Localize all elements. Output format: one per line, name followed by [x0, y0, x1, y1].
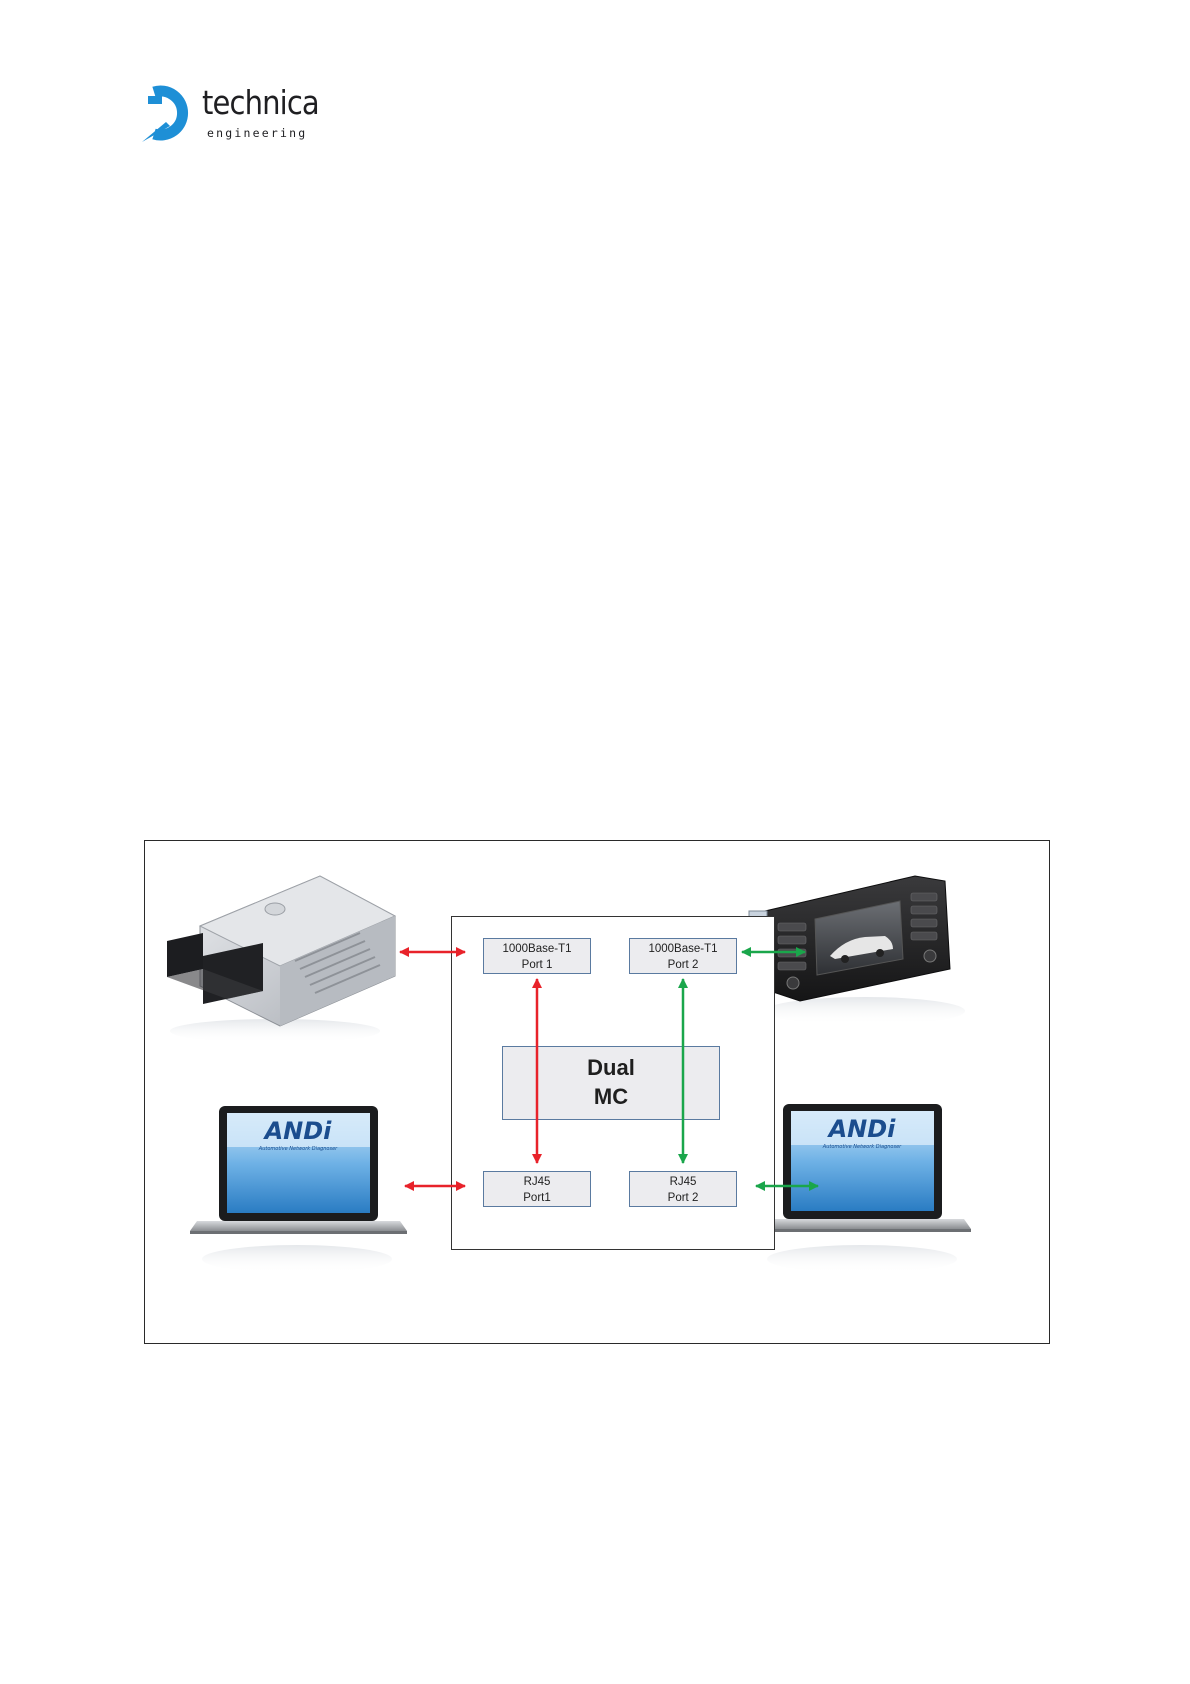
- head-unit-icon: [749, 876, 965, 1025]
- andi-brand-text: ANDi: [827, 1115, 897, 1143]
- port-label-line2: Port1: [484, 1190, 590, 1206]
- dual-mc-line1: Dual: [503, 1053, 719, 1082]
- technica-logo-mark-icon: [140, 82, 202, 144]
- port-1000base-t1-port2: 1000Base-T1 Port 2: [629, 938, 737, 974]
- andi-tagline-text: Automotive Network Diagnoser: [258, 1146, 338, 1152]
- technica-logo: technica engineering: [140, 78, 340, 148]
- port-label-line1: 1000Base-T1: [630, 941, 736, 957]
- port-label-line2: Port 1: [484, 957, 590, 973]
- dual-mc-block: Dual MC: [502, 1046, 720, 1120]
- port-label-line2: Port 2: [630, 957, 736, 973]
- andi-tagline-text: Automotive Network Diagnoser: [822, 1144, 902, 1150]
- dual-mc-line2: MC: [503, 1082, 719, 1111]
- port-rj45-port2: RJ45 Port 2: [629, 1171, 737, 1207]
- logo-subtitle: engineering: [207, 128, 307, 140]
- port-label-line1: RJ45: [484, 1174, 590, 1190]
- port-label-line2: Port 2: [630, 1190, 736, 1206]
- port-rj45-port1: RJ45 Port1: [483, 1171, 591, 1207]
- laptop-right: ANDi Automotive Network Diagnoser: [754, 1104, 971, 1273]
- laptop-left: ANDi Automotive Network Diagnoser: [190, 1106, 407, 1273]
- port-1000base-t1-port1: 1000Base-T1 Port 1: [483, 938, 591, 974]
- network-diagram-figure: ANDi Automotive Network Diagnoser ANDi A…: [144, 840, 1050, 1344]
- ecu-icon: [167, 876, 395, 1043]
- andi-brand-text: ANDi: [263, 1117, 333, 1145]
- port-label-line1: RJ45: [630, 1174, 736, 1190]
- port-label-line1: 1000Base-T1: [484, 941, 590, 957]
- logo-wordmark: technica: [202, 86, 319, 119]
